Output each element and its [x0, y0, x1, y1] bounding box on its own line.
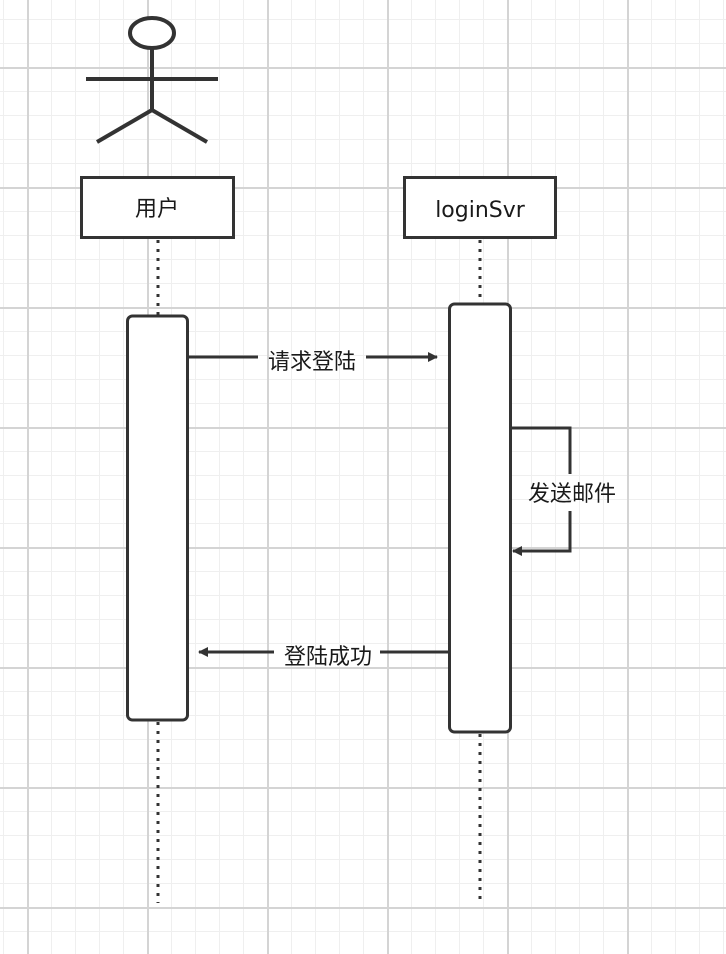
participant-server-label: loginSvr — [435, 198, 526, 223]
activation-server[interactable] — [448, 302, 512, 734]
participant-user-label: 用户 — [135, 197, 179, 222]
message-login-success-label: 登陆成功 — [284, 645, 372, 670]
activation-user[interactable] — [126, 314, 189, 722]
message-send-email-label: 发送邮件 — [528, 482, 616, 507]
message-request-login-label: 请求登陆 — [268, 350, 356, 375]
participant-user-box[interactable] — [80, 176, 235, 239]
actor-user-icon — [86, 16, 218, 144]
message-send-email[interactable] — [511, 426, 572, 556]
participant-server-box[interactable] — [403, 176, 557, 239]
